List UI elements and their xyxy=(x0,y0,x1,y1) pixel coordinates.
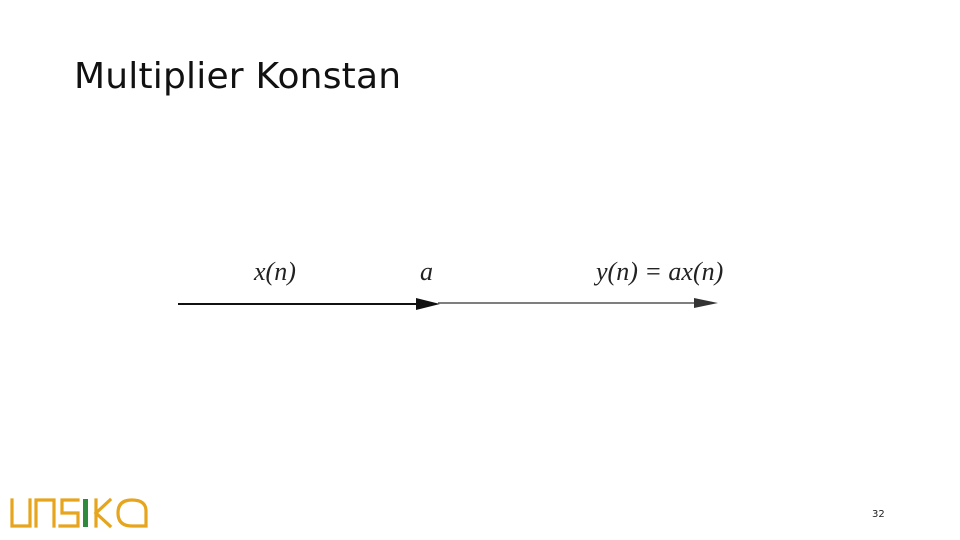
unsika-logo xyxy=(10,497,148,529)
input-label: x(n) xyxy=(253,257,296,286)
page-number: 32 xyxy=(872,509,885,520)
output-arrowhead xyxy=(694,298,718,308)
output-label: y(n) = ax(n) xyxy=(593,257,723,286)
input-arrowhead xyxy=(416,298,440,310)
slide-title: Multiplier Konstan xyxy=(74,56,402,97)
multiplier-label: a xyxy=(420,257,433,286)
